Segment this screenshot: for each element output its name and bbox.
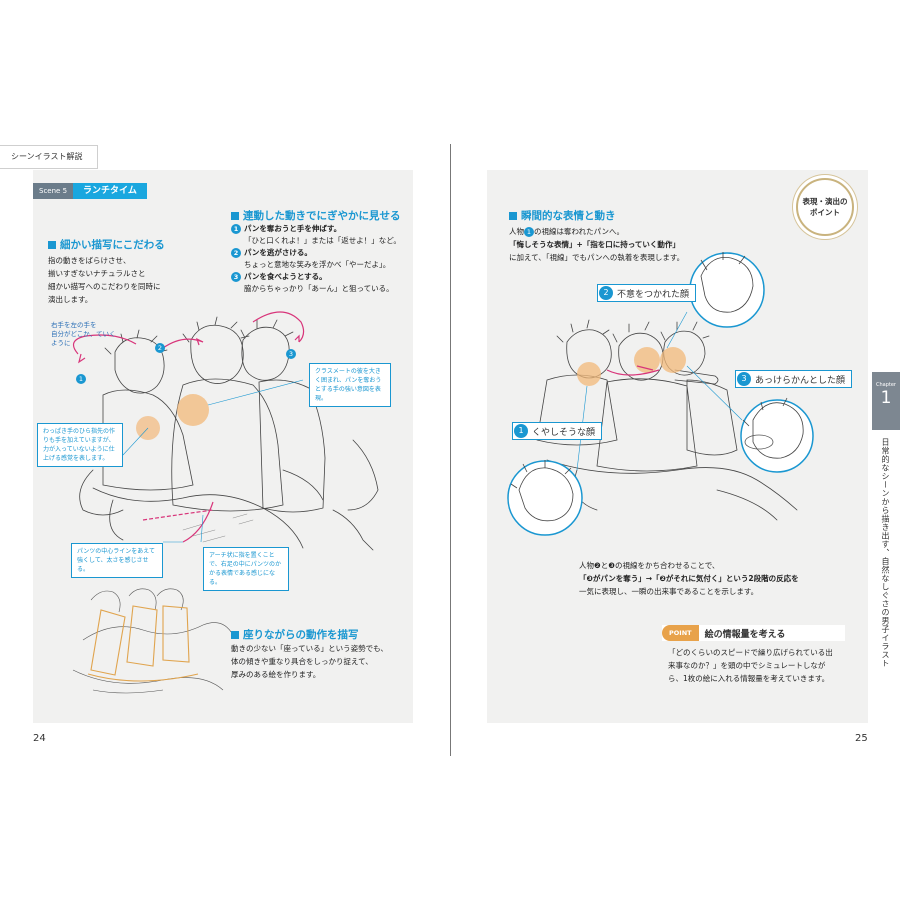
square-bullet-icon [231, 630, 239, 639]
face-label-1: 1 くやしそうな顔 [512, 422, 603, 440]
moment-illustration [507, 252, 814, 536]
lunch-illustration [72, 311, 379, 694]
point-tag: POINT [662, 625, 699, 641]
scene-tab: Scene 5 ランチタイム [33, 183, 147, 199]
face-inset-right [740, 397, 814, 473]
callout-fingers: わっぱき手のひら指先の作りも手を加えていますが、力が入っていないように仕上げる感… [37, 423, 123, 467]
face-label-2: 2 不意をつかれた顔 [597, 284, 697, 302]
explanation-text: 人物❷と❸の視線をかち合わせることで、 「❸がパンを奪う」→「❷がそれに気付く」… [579, 561, 799, 596]
page-number-left: 24 [33, 733, 46, 744]
marker-1: 1 [76, 373, 86, 385]
heading-moment: 瞬間的な表情と動き [509, 208, 616, 223]
face-inset-top [689, 252, 765, 328]
chapter-side-text: 日常的なシーンから描き出す、自然なしぐさの男子イラスト [881, 438, 890, 668]
heading-linked: 連動した動きでにぎやかに見せる [231, 208, 401, 223]
scene-number: Scene 5 [33, 183, 74, 199]
detail-body: 指の動きをばらけさせ、 揃いすぎないナチュラルさと 細かい描写へのこだわりを同時… [48, 256, 161, 304]
page-number-right: 25 [855, 733, 868, 744]
book-spine [450, 144, 451, 756]
point-badge: 表現・演出の ポイント [796, 178, 854, 236]
left-page: Scene 5 ランチタイム 細かい描写にこだわる 指の動きをばらけさせ、 揃い… [33, 170, 413, 723]
point-title: 絵の情報量を考える [704, 629, 786, 640]
marker-3: 3 [286, 348, 296, 360]
chapter-side-tab: Chapter 1 [872, 372, 900, 430]
point-bar: POINT 絵の情報量を考える [662, 625, 845, 641]
sitting-body: 動きの少ない「座っている」という姿勢でも、 体の傾きや重なり具合をしっかり捉えて… [231, 644, 388, 679]
heading-detail: 細かい描写にこだわる [48, 237, 165, 252]
heading-sitting: 座りながらの動作を描写 [231, 627, 359, 642]
marker-2: 2 [155, 342, 165, 354]
hand-note: 右手を左の手を 自分がどこか、ていく ように [51, 321, 116, 347]
hand-highlight [177, 394, 209, 426]
face-inset-bottom [507, 460, 583, 536]
point-text: 「どのくらいのスピードで繰り広げられている出 来事なのか？」を頭の中でシミュレー… [668, 648, 833, 683]
callout-bread: パンツの中心ラインをあえて強くして、太さを感じさせる。 [71, 543, 163, 578]
square-bullet-icon [231, 211, 239, 220]
face-label-3: 3 あっけらかんとした顔 [735, 370, 853, 388]
callout-classmate: クラスメートの彼を大きく囲まれ、パンを奪おうとする手の強い意図を表現。 [309, 363, 391, 407]
scene-title: ランチタイム [73, 183, 147, 199]
callout-arch: アーチ状に指を置くことで、右足の中にパンツのかかる表情である感じになる。 [203, 547, 289, 591]
chapter-label: シーンイラスト解説 [0, 145, 98, 169]
square-bullet-icon [509, 211, 517, 220]
square-bullet-icon [48, 240, 56, 249]
